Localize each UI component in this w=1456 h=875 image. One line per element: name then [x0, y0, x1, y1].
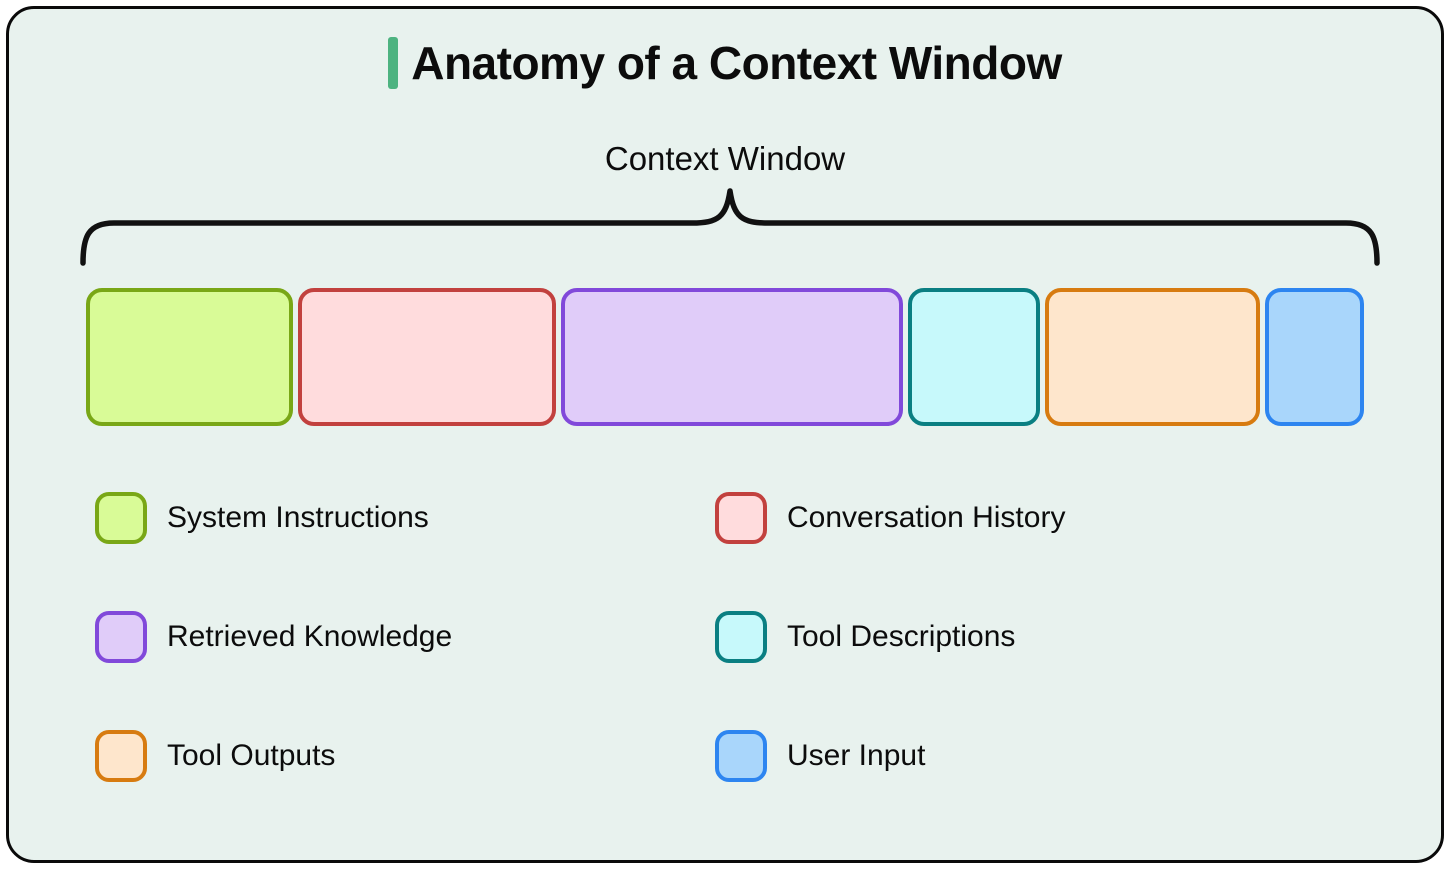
legend-label-tool-outputs: Tool Outputs — [167, 738, 336, 772]
legend-label-user-input: User Input — [787, 738, 926, 772]
legend-swatch-system-instructions — [95, 491, 147, 544]
curly-brace — [80, 188, 1380, 266]
page-title: Anatomy of a Context Window — [411, 37, 1062, 89]
segment-retrieved-knowledge — [561, 288, 904, 426]
context-window-segments — [86, 288, 1364, 426]
legend-swatch-user-input — [715, 729, 767, 782]
segment-user-input — [1265, 288, 1364, 426]
title-accent-bar — [388, 37, 399, 89]
legend-label-retrieved-knowledge: Retrieved Knowledge — [167, 619, 453, 653]
segment-tool-outputs — [1045, 288, 1261, 426]
segment-conversation-history — [297, 288, 557, 426]
legend-item-retrieved-knowledge: Retrieved Knowledge — [95, 610, 715, 663]
legend-item-tool-outputs: Tool Outputs — [95, 729, 715, 782]
legend-label-conversation-history: Conversation History — [787, 500, 1066, 534]
legend-item-tool-descriptions: Tool Descriptions — [715, 610, 1321, 663]
legend-item-system-instructions: System Instructions — [95, 491, 715, 544]
legend-swatch-tool-outputs — [95, 729, 147, 782]
diagram-frame: Anatomy of a Context Window Context Wind… — [6, 6, 1444, 863]
legend-swatch-conversation-history — [715, 491, 767, 544]
legend-swatch-tool-descriptions — [715, 610, 767, 663]
legend-swatch-retrieved-knowledge — [95, 610, 147, 663]
context-window-label: Context Window — [604, 140, 846, 177]
segment-system-instructions — [86, 288, 293, 426]
legend-label-tool-descriptions: Tool Descriptions — [787, 619, 1016, 653]
segment-tool-descriptions — [908, 288, 1041, 426]
legend-item-user-input: User Input — [715, 729, 1321, 782]
title-row: Anatomy of a Context Window — [9, 36, 1441, 90]
legend-label-system-instructions: System Instructions — [167, 500, 429, 534]
legend-item-conversation-history: Conversation History — [715, 491, 1321, 544]
